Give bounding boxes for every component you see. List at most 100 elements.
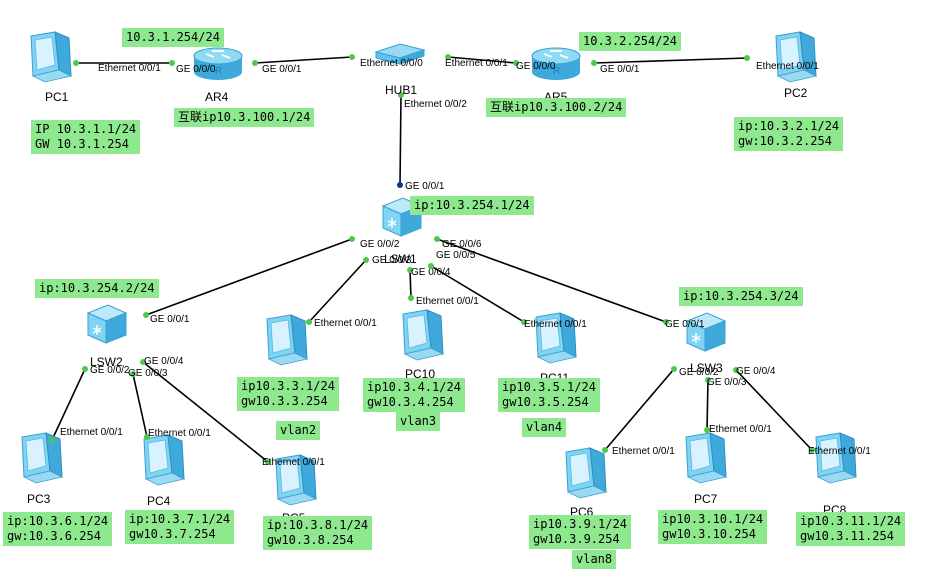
note-line: ip10.3.5.1/24 <box>502 380 596 394</box>
port-dot <box>169 60 175 66</box>
link-lsw1-pc11 <box>430 265 525 323</box>
port-label-lsw2-ge-0-0-4: GE 0/0/4 <box>144 356 184 367</box>
note-line: gw10.3.7.254 <box>129 527 216 541</box>
link-ar5-pc2 <box>593 57 748 64</box>
port-label-pc4-ethernet-0-0-1: Ethernet 0/0/1 <box>148 428 211 439</box>
port-label-pc10-ethernet-0-0-1: Ethernet 0/0/1 <box>416 296 479 307</box>
pc-icon-pc2[interactable] <box>775 31 818 83</box>
port-label-pc9-ethernet-0-0-1: Ethernet 0/0/1 <box>314 318 377 329</box>
note-line: IP 10.3.1.1/24 <box>35 122 137 136</box>
pc-icon-pc9[interactable] <box>266 314 309 366</box>
note-ar4-gw: 10.3.1.254/24 <box>122 28 224 47</box>
device-label-pc10: PC10 <box>405 367 436 381</box>
pc-icon-pc10[interactable] <box>402 309 445 361</box>
pc-icon-pc6[interactable] <box>565 447 608 499</box>
note-lsw1-ip: ip:10.3.254.1/24 <box>410 196 534 215</box>
pc-icon-pc8[interactable] <box>815 432 858 484</box>
pc-icon-pc7[interactable] <box>685 432 728 484</box>
port-dot <box>428 263 434 269</box>
device-label-hub1: HUB1 <box>385 83 418 97</box>
note-line: vlan2 <box>280 423 317 437</box>
port-dot <box>144 434 150 440</box>
note-ar5-link: 互联ip10.3.100.2/24 <box>486 98 627 117</box>
note-line: ip10.3.3.1/24 <box>241 379 335 393</box>
port-dot <box>434 236 440 242</box>
pc-icon-pc5[interactable] <box>275 454 318 506</box>
port-dot <box>306 319 312 325</box>
device-label-pc1: PC1 <box>45 90 69 104</box>
device-label-lsw3: LSW3 <box>690 361 723 375</box>
port-label-lsw1-ge-0-0-4: GE 0/0/4 <box>411 267 451 278</box>
link-lsw2-pc5 <box>142 361 269 463</box>
note-line: ip:10.3.254.3/24 <box>683 289 799 303</box>
link-hub1-lsw1 <box>399 94 402 186</box>
port-label-pc6-ethernet-0-0-1: Ethernet 0/0/1 <box>612 446 675 457</box>
port-dot <box>73 60 79 66</box>
note-line: 互联ip10.3.100.2/24 <box>490 100 623 114</box>
port-label-lsw2-ge-0-0-2: GE 0/0/2 <box>90 365 130 376</box>
note-lsw3-ip: ip:10.3.254.3/24 <box>679 287 803 306</box>
pc-icon-pc4[interactable] <box>143 434 186 486</box>
port-label-lsw3-ge-0-0-2: GE 0/0/2 <box>679 367 719 378</box>
note-line: gw10.3.5.254 <box>502 395 589 409</box>
port-dot <box>513 60 519 66</box>
link-lsw2-pc3 <box>51 368 86 441</box>
port-label-pc5-ethernet-0-0-1: Ethernet 0/0/1 <box>262 457 325 468</box>
switch-icon-lsw2[interactable] <box>86 304 128 344</box>
note-vlan8: vlan8 <box>572 550 617 569</box>
note-vlan3: vlan3 <box>396 412 441 431</box>
port-dot <box>744 55 750 61</box>
note-line: gw10.3.11.254 <box>800 529 894 543</box>
device-label-pc4: PC4 <box>147 494 171 508</box>
port-label-lsw1-ge-0-0-6: GE 0/0/6 <box>442 239 482 250</box>
link-lsw1-lsw3 <box>436 238 667 323</box>
pc-icon-pc1[interactable] <box>30 31 73 83</box>
port-label-lsw1-ge-0-0-3: GE 0/0/3 <box>372 255 412 266</box>
note-line: GW 10.3.1.254 <box>35 137 129 151</box>
note-line: gw10.3.4.254 <box>367 395 454 409</box>
port-label-ar4-ge-0-0-1: GE 0/0/1 <box>262 64 302 75</box>
link-lsw3-pc7 <box>706 379 709 431</box>
port-label-pc11-ethernet-0-0-1: Ethernet 0/0/1 <box>524 319 587 330</box>
port-label-lsw2-ge-0-0-3: GE 0/0/3 <box>128 368 168 379</box>
device-label-pc7: PC7 <box>694 492 718 506</box>
link-lsw3-pc8 <box>735 369 813 451</box>
port-dot <box>445 54 451 60</box>
port-dot <box>398 92 404 98</box>
port-label-pc1-ethernet-0-0-1: Ethernet 0/0/1 <box>98 63 161 74</box>
router-icon-ar4[interactable]: R <box>193 47 243 80</box>
port-label-lsw1-ge-0-0-1: GE 0/0/1 <box>405 181 445 192</box>
port-dot <box>130 371 136 377</box>
link-ar4-hub1 <box>254 56 353 64</box>
note-line: vlan8 <box>576 552 613 566</box>
port-dot <box>705 377 711 383</box>
port-dot <box>349 236 355 242</box>
note-line: ip:10.3.254.1/24 <box>414 198 530 212</box>
port-label-pc2-ethernet-0-0-1: Ethernet 0/0/1 <box>756 61 819 72</box>
note-line: ip:10.3.2.1/24 <box>738 119 840 133</box>
port-label-pc3-ethernet-0-0-1: Ethernet 0/0/1 <box>60 427 123 438</box>
pc-icon-pc11[interactable] <box>535 312 578 364</box>
note-vlan2: vlan2 <box>276 421 321 440</box>
port-dot <box>704 427 710 433</box>
port-dot <box>349 54 355 60</box>
pc-icon-pc3[interactable] <box>21 432 64 484</box>
link-lsw1-pc10 <box>409 269 412 299</box>
port-dot <box>733 367 739 373</box>
port-label-lsw3-ge-0-0-1: GE 0/0/1 <box>665 319 705 330</box>
port-label-lsw3-ge-0-0-3: GE 0/0/3 <box>707 377 747 388</box>
link-lsw2-pc4 <box>132 373 148 438</box>
switch-icon-lsw3[interactable] <box>685 312 727 352</box>
port-dot <box>602 447 608 453</box>
hub-icon-hub1[interactable] <box>374 43 426 65</box>
note-line: gw10.3.9.254 <box>533 532 620 546</box>
link-lsw3-pc6 <box>604 368 675 451</box>
router-icon-ar5[interactable]: R <box>531 47 581 80</box>
port-label-hub1-ethernet-0-0-1: Ethernet 0/0/1 <box>445 58 508 69</box>
note-line: 10.3.2.254/24 <box>583 34 677 48</box>
port-dot <box>407 267 413 273</box>
